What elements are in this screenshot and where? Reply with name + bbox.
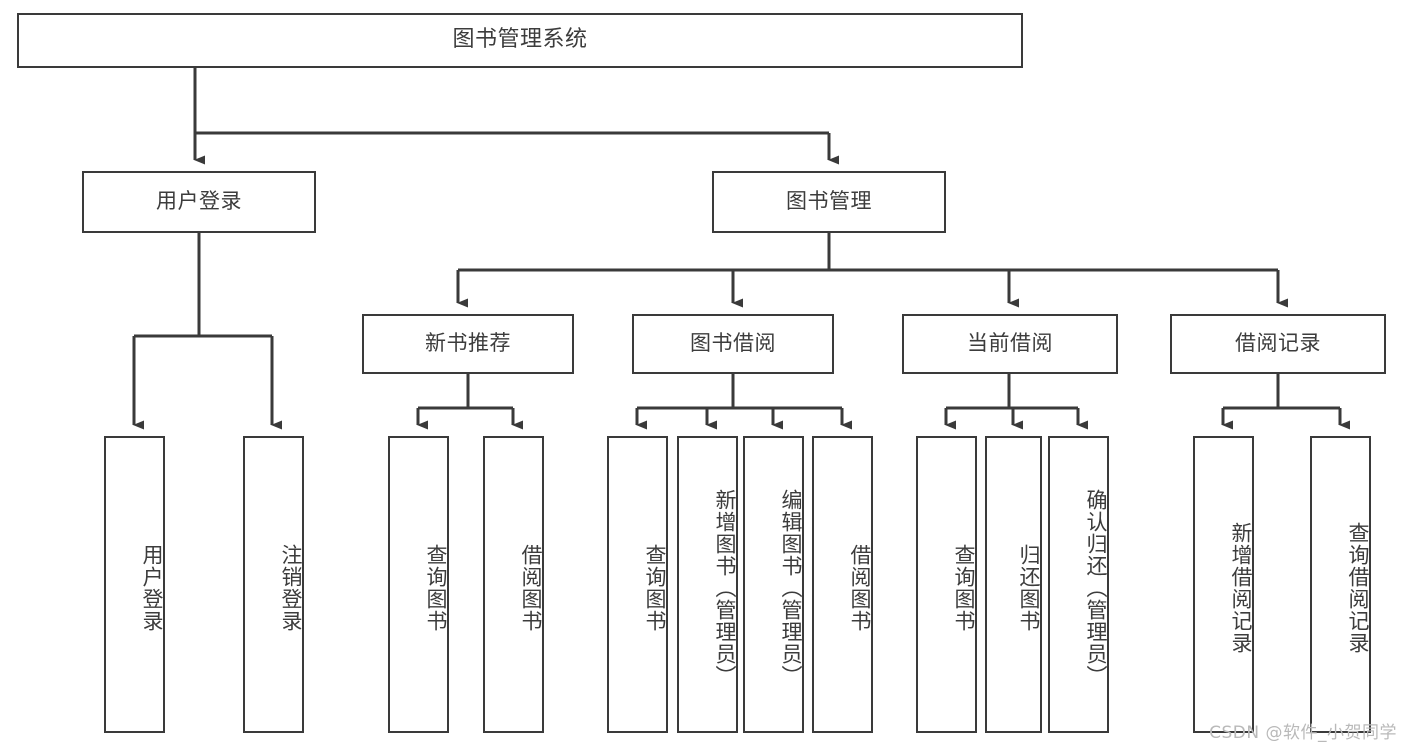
- leaf-add-book[interactable]: 新增图书（管理员）: [677, 436, 738, 733]
- node-user-login-label: 用户登录: [156, 189, 242, 214]
- leaf-query-book-current-label: 查询图书: [952, 543, 976, 632]
- leaf-borrow-book[interactable]: 借阅图书: [812, 436, 873, 733]
- leaf-query-borrow-record-label: 查询借阅记录: [1346, 521, 1370, 654]
- leaf-add-book-label: 新增图书（管理员）: [713, 488, 737, 687]
- leaf-query-book-recommend-label: 查询图书: [424, 543, 448, 632]
- leaf-query-book-borrow-label: 查询图书: [643, 543, 667, 632]
- node-new-book-recommend[interactable]: 新书推荐: [362, 314, 574, 374]
- node-book-manage-label: 图书管理: [786, 189, 872, 214]
- leaf-confirm-return-label: 确认归还（管理员）: [1084, 488, 1108, 687]
- leaf-edit-book[interactable]: 编辑图书（管理员）: [743, 436, 804, 733]
- node-book-borrow-label: 图书借阅: [690, 331, 776, 356]
- leaf-add-borrow-record-label: 新增借阅记录: [1229, 521, 1253, 654]
- leaf-edit-book-label: 编辑图书（管理员）: [779, 488, 803, 687]
- leaf-add-borrow-record[interactable]: 新增借阅记录: [1193, 436, 1254, 733]
- node-book-manage[interactable]: 图书管理: [712, 171, 946, 233]
- leaf-logout-label: 注销登录: [279, 543, 303, 632]
- leaf-borrow-book-recommend[interactable]: 借阅图书: [483, 436, 544, 733]
- node-new-book-recommend-label: 新书推荐: [425, 331, 511, 356]
- node-borrow-record[interactable]: 借阅记录: [1170, 314, 1386, 374]
- node-current-borrow[interactable]: 当前借阅: [902, 314, 1118, 374]
- leaf-user-login-label: 用户登录: [140, 543, 164, 632]
- node-user-login[interactable]: 用户登录: [82, 171, 316, 233]
- leaf-confirm-return[interactable]: 确认归还（管理员）: [1048, 436, 1109, 733]
- watermark: CSDN @软件_小贺同学: [1209, 723, 1397, 743]
- leaf-user-login[interactable]: 用户登录: [104, 436, 165, 733]
- leaf-return-book[interactable]: 归还图书: [985, 436, 1042, 733]
- leaf-borrow-book-label: 借阅图书: [848, 543, 872, 632]
- node-current-borrow-label: 当前借阅: [967, 331, 1053, 356]
- leaf-query-book-borrow[interactable]: 查询图书: [607, 436, 668, 733]
- leaf-query-borrow-record[interactable]: 查询借阅记录: [1310, 436, 1371, 733]
- leaf-logout[interactable]: 注销登录: [243, 436, 304, 733]
- node-borrow-record-label: 借阅记录: [1235, 331, 1321, 356]
- leaf-query-book-recommend[interactable]: 查询图书: [388, 436, 449, 733]
- node-root-label: 图书管理系统: [452, 27, 588, 53]
- leaf-borrow-book-recommend-label: 借阅图书: [519, 543, 543, 632]
- leaf-return-book-label: 归还图书: [1017, 543, 1041, 632]
- node-book-borrow[interactable]: 图书借阅: [632, 314, 834, 374]
- node-root[interactable]: 图书管理系统: [17, 13, 1023, 68]
- leaf-query-book-current[interactable]: 查询图书: [916, 436, 977, 733]
